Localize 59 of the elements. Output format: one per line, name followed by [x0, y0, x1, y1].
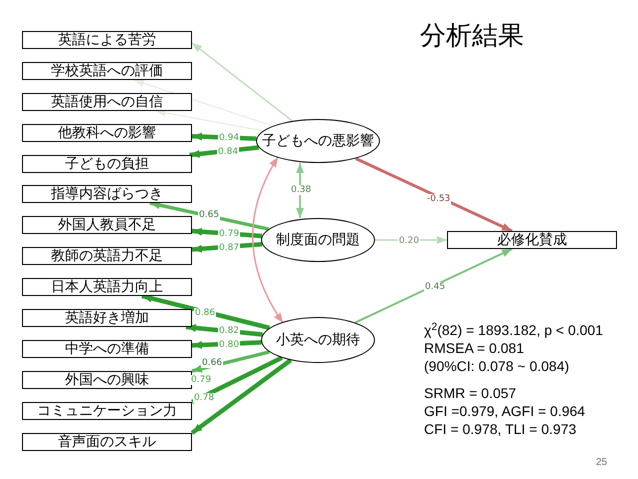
variable-box: 音声面のスキル: [22, 433, 192, 451]
arrow: [355, 157, 513, 232]
arrow: [192, 228, 262, 238]
latent-ellipse: 制度面の問題: [261, 218, 375, 262]
variable-box: コミュニケーション力: [22, 402, 192, 420]
latent-ellipse: 小英への期待: [261, 317, 375, 363]
fit-statistic: (90%CI: 0.078 ~ 0.084): [424, 358, 570, 375]
arrow: [141, 294, 270, 330]
arrow: [192, 242, 262, 253]
latent-ellipse: 子どもへの悪影響: [256, 119, 380, 163]
arrow: [190, 358, 292, 435]
edge-label: 0.80: [218, 340, 240, 350]
arrow: [252, 156, 284, 324]
variable-box: 日本人英語力向上: [22, 278, 192, 296]
arrow: [156, 108, 264, 132]
arrow: [186, 324, 263, 337]
arrow: [192, 340, 262, 349]
arrow: [134, 79, 273, 127]
edge-label: 0.66: [201, 358, 224, 368]
arrow: [192, 42, 293, 122]
edge-label: 0.79: [190, 375, 212, 385]
variable-box: 外国への興味: [22, 371, 192, 389]
edge-label: 0.82: [218, 326, 240, 336]
variable-box: 英語使用への自信: [22, 93, 192, 111]
variable-box: 中学への準備: [22, 340, 192, 358]
fit-statistic: RMSEA = 0.081: [424, 340, 524, 357]
variable-box: 必修化賛成: [447, 231, 617, 249]
arrow: [150, 201, 269, 231]
variable-box: 学校英語への評価: [22, 62, 192, 80]
arrow: [191, 356, 283, 404]
edge-label: 0.65: [198, 210, 220, 220]
edge-label: 0.86: [194, 308, 216, 318]
edge-label: 0.78: [193, 393, 216, 403]
variable-box: 英語好き増加: [22, 309, 192, 327]
edge-label: 0.94: [218, 133, 240, 143]
edge-label: 0.84: [217, 147, 240, 157]
arrow: [296, 163, 304, 218]
variable-box: 他教科への影響: [22, 124, 192, 142]
edge-label: 0.20: [398, 236, 420, 246]
fit-statistic: GFI =0.979, AGFI = 0.964: [424, 403, 586, 420]
arrow: [354, 248, 512, 324]
fit-statistic: χ$^{2}$(82) = 1893.182, p < 0.001: [424, 322, 604, 339]
variable-box: 外国人教員不足: [22, 216, 192, 234]
fit-statistic: CFI = 0.978, TLI = 0.973: [424, 421, 576, 438]
page-number: 25: [596, 456, 608, 470]
variable-box: 子どもの負担: [22, 155, 192, 173]
edge-label: 0.45: [424, 282, 446, 292]
edge-label: 0.87: [218, 243, 240, 253]
arrow: [192, 350, 270, 373]
edge-label: 0.38: [290, 185, 312, 195]
arrow: [375, 236, 447, 244]
variable-box: 指導内容ばらつき: [22, 185, 192, 203]
title: 分析結果: [420, 20, 524, 52]
arrow: [189, 145, 259, 158]
variable-box: 英語による苦労: [22, 31, 192, 49]
variable-box: 教師の英語力不足: [22, 247, 192, 265]
edge-label: 0.79: [218, 229, 240, 239]
fit-statistic: SRMR = 0.057: [424, 385, 516, 402]
edge-label: -0.53: [426, 194, 452, 204]
